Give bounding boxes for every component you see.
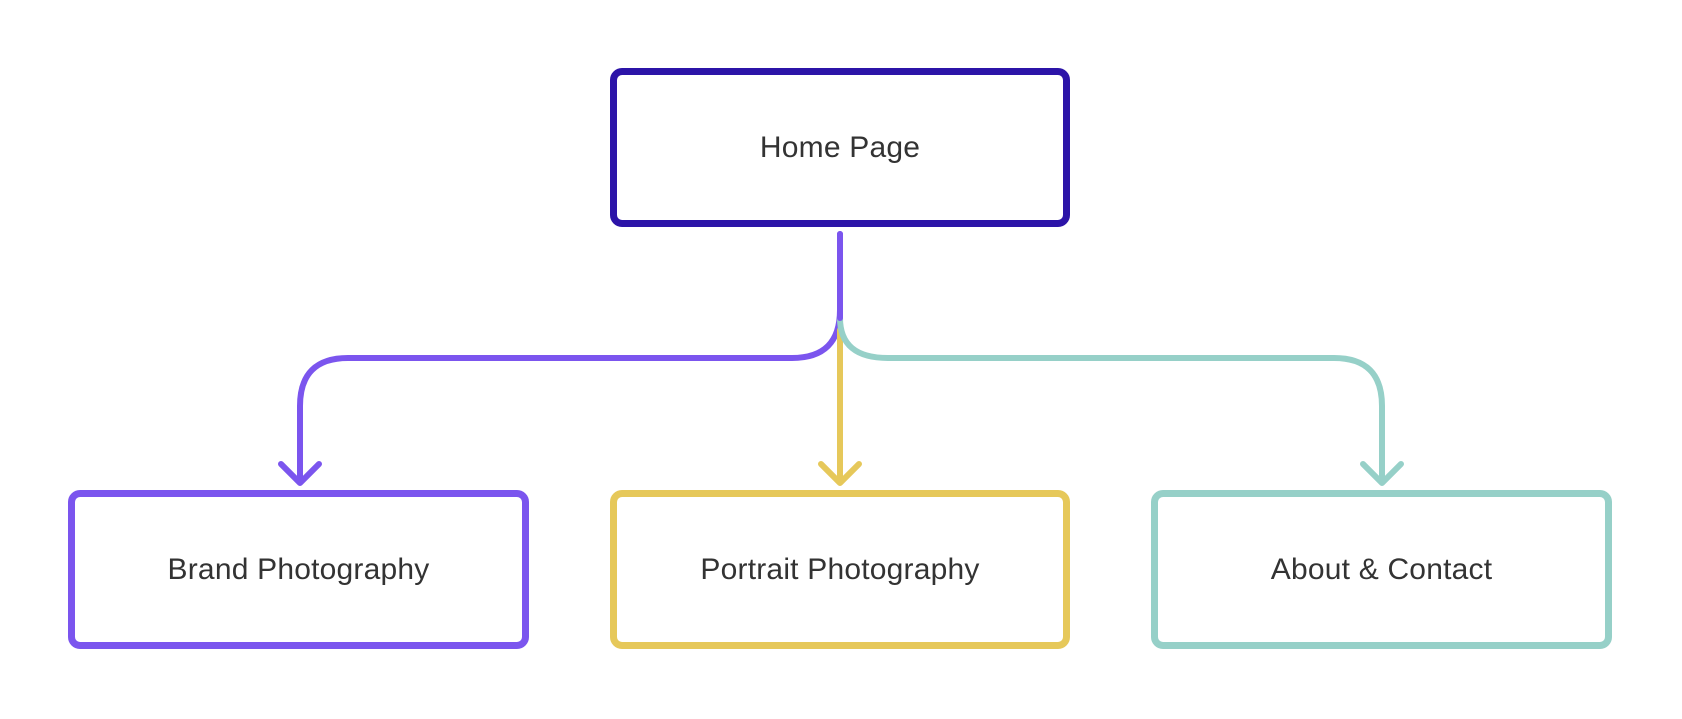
connector-home-to-brand (297, 231, 843, 484)
arrowhead-about-icon (1360, 461, 1404, 486)
node-home-page: Home Page (610, 68, 1070, 227)
arrowhead-brand-icon (278, 461, 322, 486)
node-portrait-photography-label: Portrait Photography (700, 552, 980, 586)
connector-home-to-about (837, 315, 1385, 484)
node-brand-photography: Brand Photography (68, 490, 529, 649)
arrowhead-portrait-icon (818, 461, 862, 486)
node-home-page-label: Home Page (759, 130, 921, 164)
node-portrait-photography: Portrait Photography (610, 490, 1070, 649)
node-brand-photography-label: Brand Photography (167, 552, 430, 586)
node-about-contact: About & Contact (1151, 490, 1612, 649)
node-about-contact-label: About & Contact (1270, 552, 1493, 586)
